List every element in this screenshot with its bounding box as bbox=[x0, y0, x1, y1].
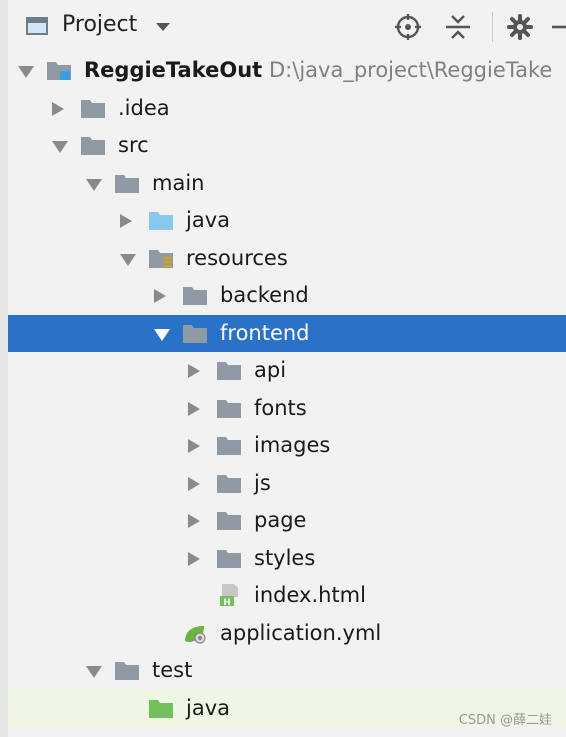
tree-item-label: src bbox=[118, 133, 149, 157]
tree-item-label: images bbox=[254, 433, 331, 457]
spring-config-file-icon bbox=[182, 622, 208, 644]
tree-item-label: ReggieTakeOut bbox=[84, 58, 263, 82]
tree-item-page[interactable]: page bbox=[8, 502, 566, 539]
collapsed-arrow-icon[interactable] bbox=[120, 214, 132, 228]
tree-item-label: index.html bbox=[254, 583, 366, 607]
project-view-title[interactable]: Project bbox=[62, 12, 138, 37]
dropdown-icon[interactable] bbox=[156, 23, 170, 31]
collapsed-arrow-icon[interactable] bbox=[188, 477, 200, 491]
folder-icon bbox=[216, 472, 242, 494]
header-separator bbox=[492, 12, 493, 42]
tree-item-js[interactable]: js bbox=[8, 465, 566, 502]
tree-item-label: backend bbox=[220, 283, 309, 307]
tree-item-java[interactable]: java bbox=[8, 202, 566, 239]
tree-item-label: styles bbox=[254, 546, 316, 570]
folder-icon bbox=[80, 134, 106, 156]
tree-item-label: fonts bbox=[254, 396, 307, 420]
tree-item-label: resources bbox=[186, 246, 288, 270]
folder-icon bbox=[114, 172, 140, 194]
tree-item-api[interactable]: api bbox=[8, 352, 566, 389]
hide-icon[interactable] bbox=[548, 13, 566, 41]
expanded-arrow-icon[interactable] bbox=[86, 179, 102, 191]
tree-item-idea[interactable]: .idea bbox=[8, 90, 566, 127]
tree-item-label: application.yml bbox=[220, 621, 382, 645]
expanded-arrow-icon[interactable] bbox=[18, 66, 34, 78]
project-panel: Project bbox=[8, 0, 566, 737]
tree-item-label: page bbox=[254, 508, 307, 532]
collapsed-arrow-icon[interactable] bbox=[52, 102, 64, 116]
settings-icon[interactable] bbox=[506, 13, 534, 41]
project-path: D:\java_project\ReggieTake bbox=[269, 58, 553, 82]
folder-icon bbox=[216, 397, 242, 419]
module-folder-icon bbox=[46, 59, 72, 81]
tree-item-test-java[interactable]: java bbox=[8, 690, 566, 727]
tree-item-fonts[interactable]: fonts bbox=[8, 390, 566, 427]
tree-item-backend[interactable]: backend bbox=[8, 277, 566, 314]
tree-item-label: java bbox=[186, 696, 230, 720]
project-view-icon bbox=[26, 17, 48, 35]
tree-item-resources[interactable]: resources bbox=[8, 240, 566, 277]
tree-item-application-yml[interactable]: application.yml bbox=[8, 615, 566, 652]
expanded-arrow-icon[interactable] bbox=[120, 254, 136, 266]
tree-item-label: java bbox=[186, 208, 230, 232]
expanded-arrow-icon[interactable] bbox=[86, 666, 102, 678]
expanded-arrow-icon[interactable] bbox=[52, 141, 68, 153]
tree-item-test[interactable]: test bbox=[8, 652, 566, 689]
test-source-folder-icon bbox=[148, 697, 174, 719]
folder-icon bbox=[216, 547, 242, 569]
collapsed-arrow-icon[interactable] bbox=[154, 289, 166, 303]
folder-icon bbox=[80, 97, 106, 119]
tree-item-styles[interactable]: styles bbox=[8, 540, 566, 577]
project-panel-header: Project bbox=[8, 0, 566, 52]
folder-icon bbox=[182, 322, 208, 344]
folder-icon bbox=[182, 284, 208, 306]
collapsed-arrow-icon[interactable] bbox=[188, 552, 200, 566]
collapsed-arrow-icon[interactable] bbox=[188, 514, 200, 528]
tree-item-label: main bbox=[152, 171, 205, 195]
collapsed-arrow-icon[interactable] bbox=[188, 364, 200, 378]
tree-item-label: js bbox=[254, 471, 271, 495]
tree-item-label: test bbox=[152, 658, 193, 682]
tree-item-src[interactable]: src bbox=[8, 127, 566, 164]
tree-item-label: frontend bbox=[220, 321, 310, 345]
tree-item-images[interactable]: images bbox=[8, 427, 566, 464]
html-file-icon: H bbox=[216, 584, 242, 608]
resources-folder-icon bbox=[148, 247, 174, 269]
svg-text:H: H bbox=[223, 598, 231, 606]
watermark: CSDN @薛二娃 bbox=[458, 713, 552, 728]
folder-icon bbox=[216, 359, 242, 381]
expanded-arrow-icon[interactable] bbox=[154, 329, 170, 341]
folder-icon bbox=[114, 659, 140, 681]
locate-icon[interactable] bbox=[394, 13, 422, 41]
collapse-all-icon[interactable] bbox=[444, 13, 472, 41]
tree-item-label: .idea bbox=[118, 96, 170, 120]
tree-item-main[interactable]: main bbox=[8, 165, 566, 202]
collapsed-arrow-icon[interactable] bbox=[188, 439, 200, 453]
source-folder-icon bbox=[148, 209, 174, 231]
tree-item-label: api bbox=[254, 358, 287, 382]
folder-icon bbox=[216, 509, 242, 531]
tree-item-frontend[interactable]: frontend bbox=[8, 315, 566, 352]
folder-icon bbox=[216, 434, 242, 456]
collapsed-arrow-icon[interactable] bbox=[188, 402, 200, 416]
